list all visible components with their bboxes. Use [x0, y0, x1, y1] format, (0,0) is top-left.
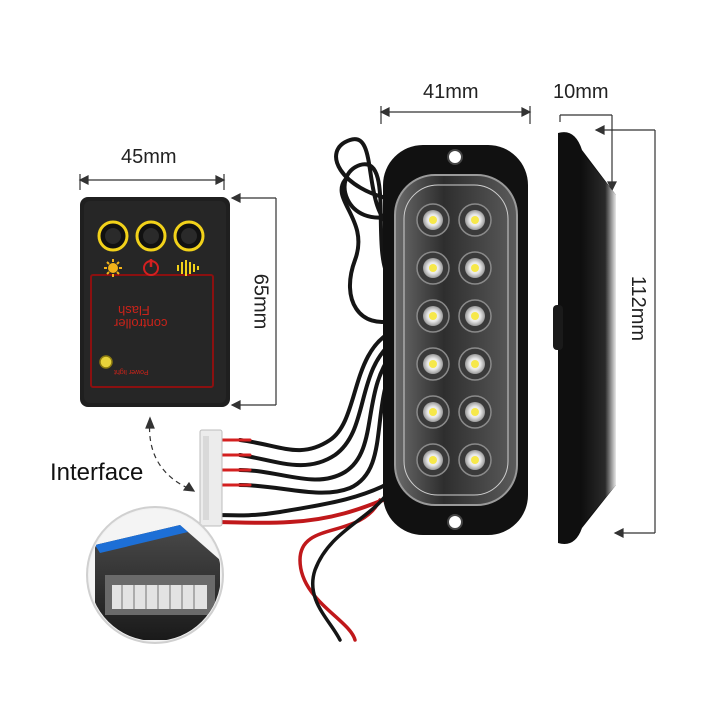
- connector-zoom-inset: [86, 506, 224, 644]
- led-chip: [429, 216, 437, 224]
- interface-connector: [199, 429, 223, 527]
- wire-bundle: [213, 137, 397, 642]
- led-chip: [429, 456, 437, 464]
- led-chip: [471, 360, 479, 368]
- led-chip: [429, 312, 437, 320]
- led-chip: [471, 264, 479, 272]
- controller-height-label: 65mm: [249, 273, 272, 330]
- led-chip: [471, 408, 479, 416]
- controller-button-1: [97, 220, 129, 252]
- strobe-light-front: [383, 145, 528, 535]
- sound-wave-icon: [177, 260, 199, 276]
- led-chip: [471, 216, 479, 224]
- controller-label-line2: controller: [114, 316, 168, 331]
- sun-icon: [104, 259, 122, 277]
- power-light-text: Power light: [114, 368, 149, 375]
- interface-label: Interface: [50, 459, 144, 486]
- dimension-lines: [78, 106, 656, 538]
- led-chip: [429, 360, 437, 368]
- light-depth-label: 10mm: [553, 81, 609, 103]
- light-width-label: 41mm: [423, 81, 479, 103]
- led-array: [416, 203, 492, 477]
- controller-button-2: [135, 220, 167, 252]
- controller-button-3: [173, 220, 205, 252]
- strobe-light-side: [553, 132, 616, 544]
- power-indicator-led: [99, 355, 113, 369]
- flash-controller: [80, 197, 230, 407]
- controller-width-label: 45mm: [121, 146, 177, 168]
- power-icon: [143, 259, 159, 276]
- led-chip: [429, 264, 437, 272]
- led-chip: [429, 408, 437, 416]
- led-chip: [471, 312, 479, 320]
- led-chip: [471, 456, 479, 464]
- light-height-label: 112mm: [627, 275, 650, 342]
